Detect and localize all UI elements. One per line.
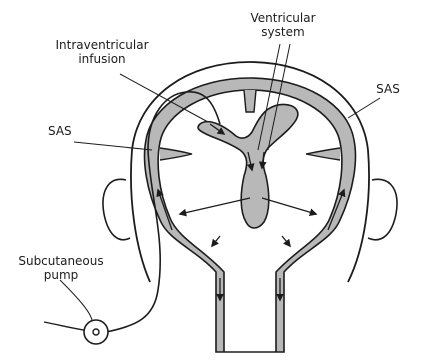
- left-sulcus: [160, 148, 192, 160]
- pump-port: [93, 329, 99, 335]
- ventricular-system: [198, 104, 298, 228]
- right-sulcus: [306, 148, 340, 160]
- intraventricular-infusion-label: Intraventricular infusion: [32, 38, 172, 66]
- ventricular-system-label: Ventricular system: [228, 11, 338, 39]
- leader-pump: [60, 280, 92, 320]
- subcutaneous-pump-label: Subcutaneous pump: [6, 254, 116, 282]
- flow-arrow-left-spine-down: [212, 236, 220, 246]
- sas-right-label: SAS: [368, 82, 408, 96]
- left-ear: [103, 179, 130, 239]
- flow-arrow-to-left-cistern: [180, 198, 250, 214]
- right-ear: [368, 179, 397, 239]
- falx: [244, 90, 256, 112]
- flow-arrow-to-right-cistern: [262, 198, 316, 214]
- leader-sas-left: [74, 142, 152, 150]
- sas-left-label: SAS: [48, 124, 88, 138]
- flow-arrow-right-spine-down: [282, 236, 290, 246]
